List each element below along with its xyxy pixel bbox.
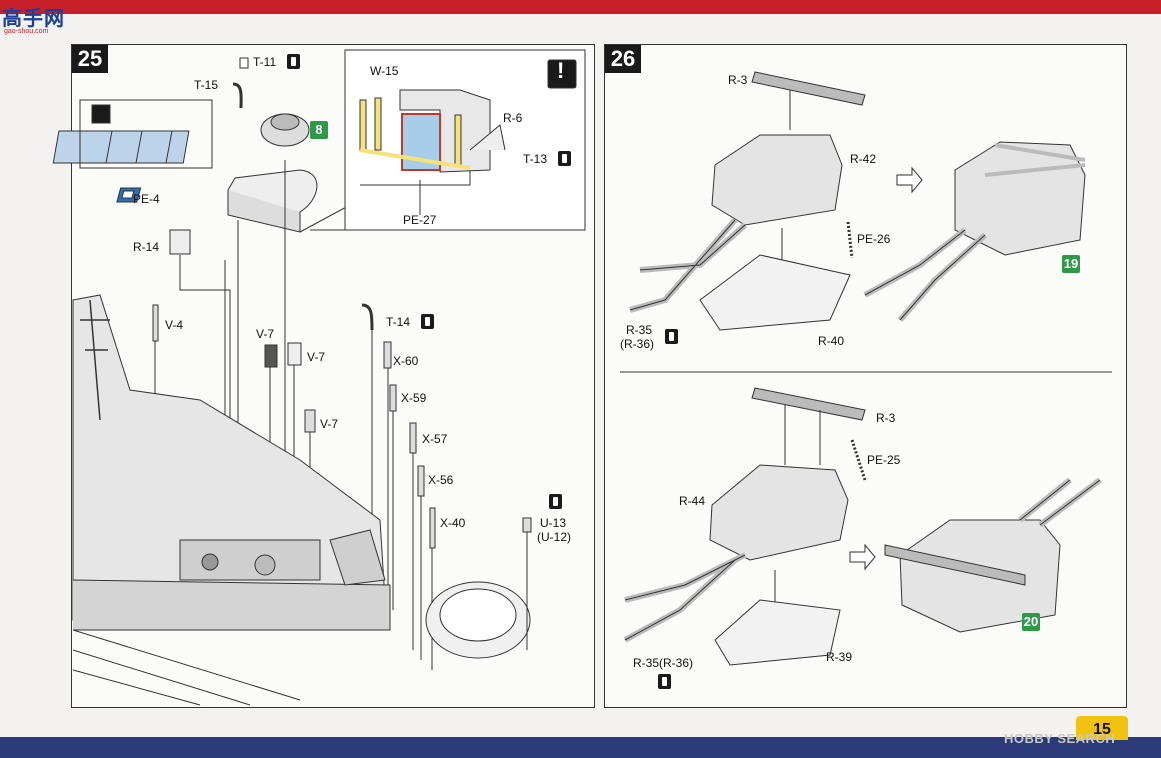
- t15-part: [232, 82, 243, 109]
- label-x57: X-57: [422, 432, 448, 446]
- x40-part: [429, 507, 436, 549]
- label-v7-b: V-7: [307, 350, 326, 364]
- label-pe4: PE-4: [133, 192, 160, 206]
- u13-part: [522, 517, 532, 533]
- label-x60: X-60: [393, 354, 419, 368]
- r40-base: [699, 254, 851, 331]
- pe25-ladder: [850, 439, 867, 481]
- label-v7-c: V-7: [320, 417, 339, 431]
- x59-part: [389, 384, 397, 412]
- warning-icon: !: [557, 58, 565, 83]
- label-t13: T-13: [523, 152, 548, 166]
- sub-assembly-badge-19: 19: [1062, 255, 1080, 273]
- label-v7-a: V-7: [256, 327, 275, 341]
- label-r44: R-44: [679, 494, 706, 508]
- v4-part: [152, 304, 159, 342]
- r3-part-lower: [751, 387, 866, 421]
- reference-box: [79, 99, 213, 169]
- site-logo: 高手网 gao-shou.com: [2, 2, 70, 38]
- ship-hull-deck: [72, 629, 301, 706]
- label-x40: X-40: [440, 516, 466, 530]
- callout-structure: [399, 89, 491, 173]
- x56-part: [417, 465, 425, 497]
- r39-base: [714, 599, 841, 666]
- label-pe26: PE-26: [857, 232, 891, 246]
- reverse-side-icon: [658, 674, 671, 689]
- step-26-number: 26: [605, 45, 641, 73]
- r44-turret: [709, 464, 849, 561]
- v7-part-a: [264, 344, 278, 368]
- r3-part-upper: [751, 71, 866, 106]
- reverse-side-icon: [558, 151, 571, 166]
- label-r42: R-42: [850, 152, 877, 166]
- r14-part: [169, 229, 191, 255]
- assembled-turret-upper: [954, 141, 1086, 256]
- x60-part: [383, 341, 392, 369]
- watermark: HOBBY SEARCH: [1004, 731, 1116, 746]
- v7-part-c: [304, 409, 316, 433]
- top-color-bar: [0, 0, 1161, 14]
- label-x59: X-59: [401, 391, 427, 405]
- label-w15: W-15: [370, 64, 399, 78]
- label-v4: V-4: [165, 318, 184, 332]
- label-r6: R-6: [503, 111, 523, 125]
- label-r35: R-35: [626, 323, 653, 337]
- label-r3-lower: R-3: [876, 411, 896, 425]
- assembled-turret-lower: [899, 519, 1061, 633]
- label-r35-r36: R-35(R-36): [633, 656, 694, 670]
- sub-assembly-badge-20: 20: [1022, 613, 1040, 631]
- bottom-color-bar: [0, 737, 1161, 758]
- label-r36: (R-36): [620, 337, 655, 351]
- t14-part: [361, 303, 374, 331]
- label-u12: (U-12): [537, 530, 572, 544]
- v7-part-b: [287, 342, 302, 366]
- page-number: 15: [1076, 716, 1128, 740]
- step-25-number: 25: [72, 45, 108, 73]
- site-logo-text: 高手网: [2, 6, 65, 30]
- label-t15: T-15: [194, 78, 219, 92]
- reverse-side-icon: [665, 329, 678, 344]
- label-t11: T-11: [253, 55, 277, 69]
- r42-turret: [711, 134, 843, 226]
- sub-assembly-badge-8: 8: [310, 121, 328, 139]
- reverse-side-icon: [287, 54, 300, 69]
- label-u13: U-13: [540, 516, 567, 530]
- pe4-grille: [52, 130, 190, 164]
- label-r3-upper: R-3: [728, 73, 748, 87]
- site-logo-url: gao-shou.com: [4, 28, 49, 35]
- x57-part: [409, 422, 417, 454]
- reverse-side-icon: [549, 494, 562, 509]
- label-r39: R-39: [826, 650, 853, 664]
- label-x56: X-56: [428, 473, 454, 487]
- t11-part: [239, 57, 249, 69]
- label-t14: T-14: [386, 315, 411, 329]
- label-r14: R-14: [133, 240, 160, 254]
- reverse-side-icon: [421, 314, 434, 329]
- pe26-ladder: [846, 221, 854, 259]
- label-r40: R-40: [818, 334, 845, 348]
- label-pe27: PE-27: [403, 213, 437, 227]
- label-pe25: PE-25: [867, 453, 901, 467]
